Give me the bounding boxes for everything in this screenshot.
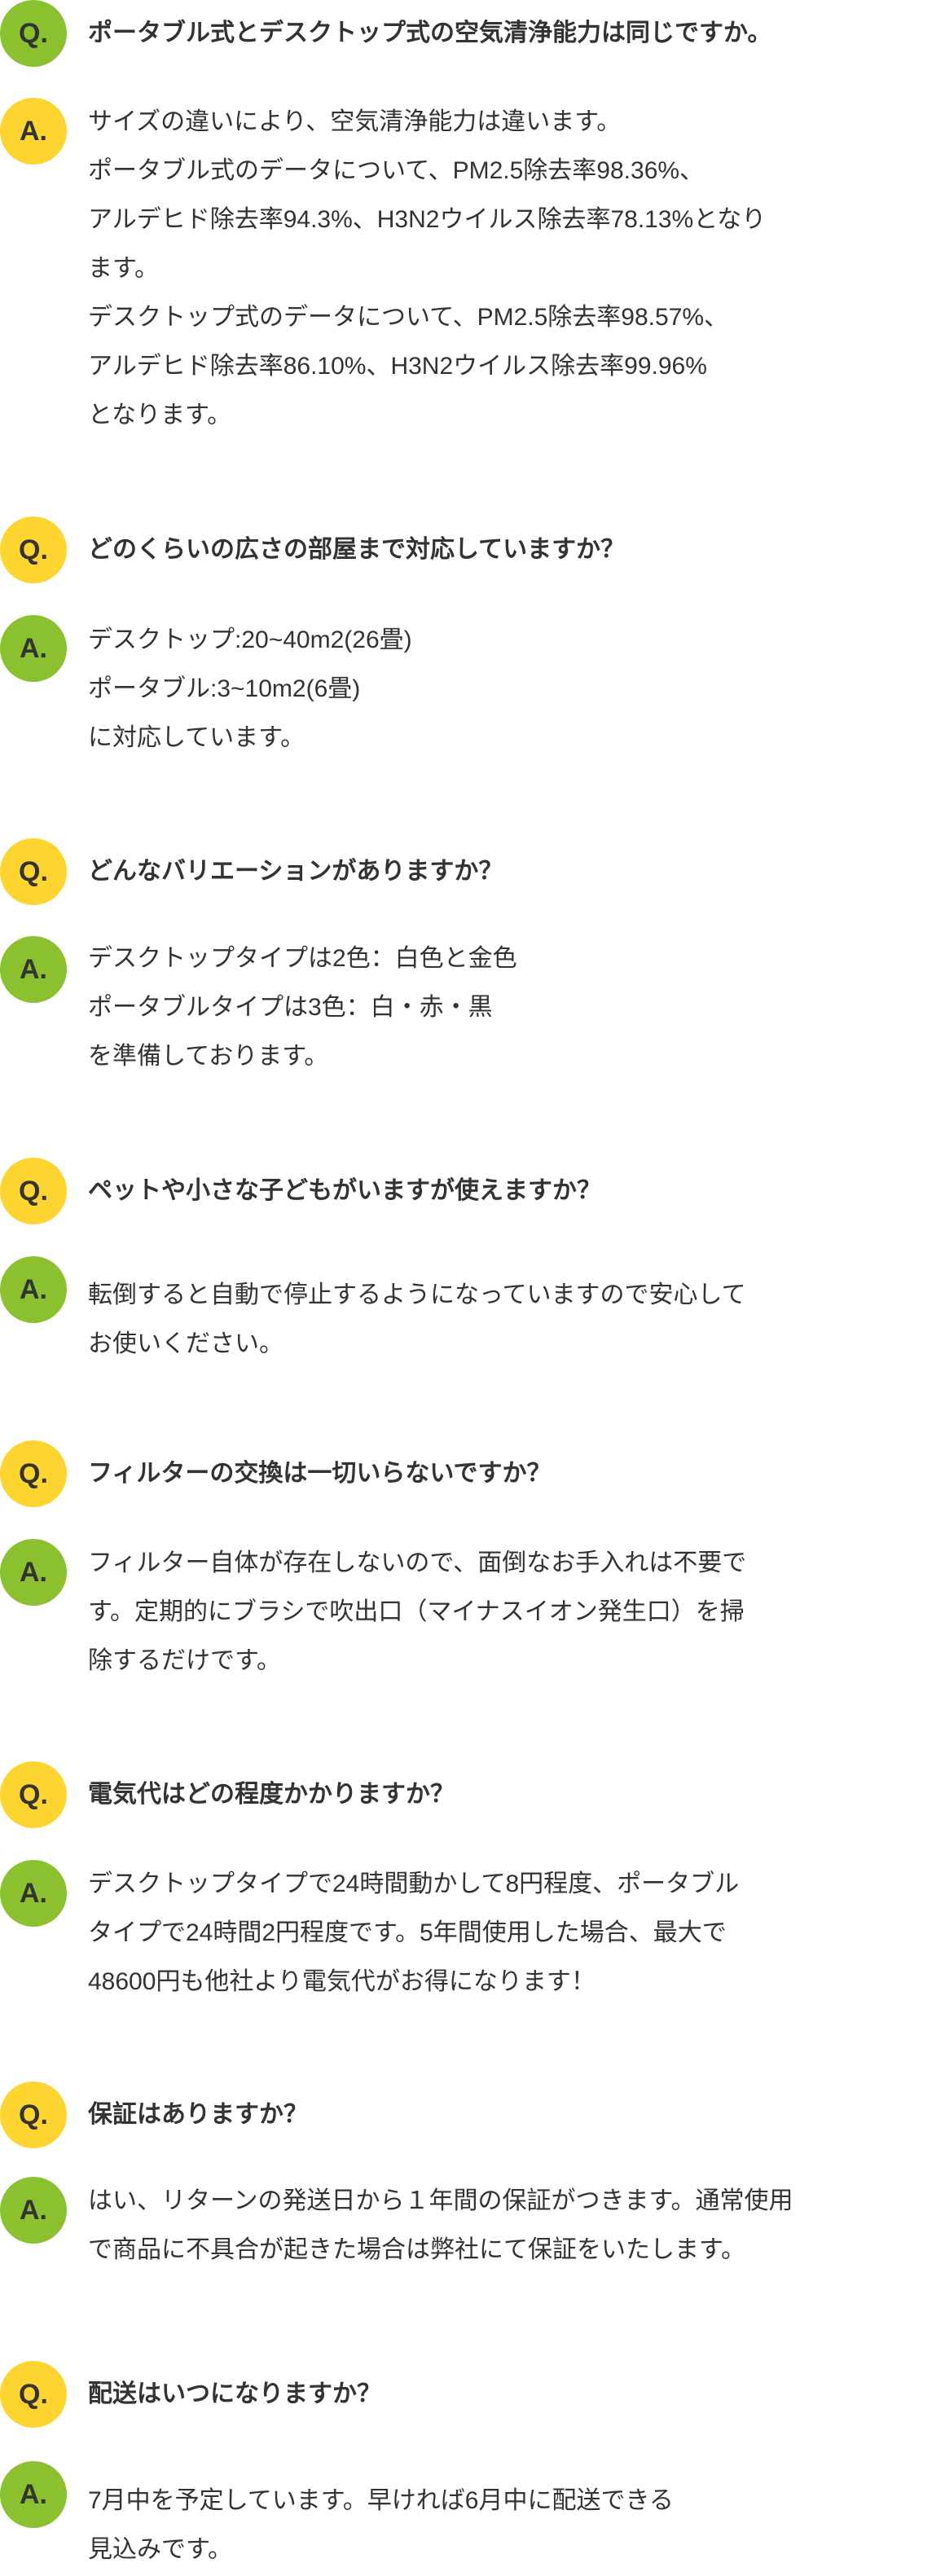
question-badge-label: Q. <box>19 2099 48 2130</box>
question-badge-label: Q. <box>19 534 48 565</box>
answer-line: に対応しています。 <box>88 724 305 751</box>
answer-line: デスクトップ式のデータについて、PM2.5除去率98.57%、 <box>88 304 729 331</box>
question-badge-icon: Q. <box>0 0 67 67</box>
answer-line: ポータブルタイプは3色：白・赤・黒 <box>88 994 493 1021</box>
question-text: どんなバリエーションがありますか？ <box>88 858 503 885</box>
answer-line: す。定期的にブラシで吹出口（マイナスイオン発生口）を掃 <box>88 1598 745 1625</box>
answer-badge-icon: A. <box>0 936 67 1003</box>
answer-line: ポータブル:3~10m2(6畳) <box>88 675 361 702</box>
answer-text: デスクトップタイプで24時間動かして8円程度、ポータブルタイプで24時間2円程度… <box>88 1860 945 2007</box>
answer-text: デスクトップ:20~40m2(26畳) ポータブル:3~10m2(6畳) に対応して… <box>88 616 945 763</box>
question-badge-label: Q. <box>19 855 48 887</box>
answer-text: デスクトップタイプは2色：白色と金色ポータブルタイプは3色：白・赤・黒を準備して… <box>88 934 945 1081</box>
answer-badge-label: A. <box>20 1877 47 1909</box>
answer-badge-label: A. <box>20 2194 47 2226</box>
question-text: ペットや小さな子どもがいますが使えますか？ <box>88 1177 601 1204</box>
answer-badge-icon: A. <box>0 98 67 165</box>
answer-text: フィルター自体が存在しないので、面倒なお手入れは不要です。定期的にブラシで吹出口… <box>88 1539 945 1686</box>
question-badge-icon: Q. <box>0 1158 67 1224</box>
answer-line: サイズの違いにより、空気清浄能力は違います。 <box>88 108 622 135</box>
answer-badge-label: A. <box>20 115 47 147</box>
answer-text: サイズの違いにより、空気清浄能力は違います。ポータブル式のデータについて、PM2… <box>88 98 945 440</box>
answer-text: 転倒すると自動で停止するようになっていますので安心してお使いください。 <box>88 1271 945 1369</box>
answer-line: となります。 <box>88 402 232 429</box>
question-text: 配送はいつになりますか？ <box>88 2380 381 2407</box>
answer-line: ます。 <box>88 255 159 282</box>
question-badge-label: Q. <box>19 1175 48 1207</box>
answer-badge-label: A. <box>20 1273 47 1305</box>
answer-text: はい、リターンの発送日から１年間の保証がつきます。通常使用で商品に不具合が起きた… <box>88 2177 945 2275</box>
question-badge-icon: Q. <box>0 1440 67 1507</box>
question-text: フィルターの交換は一切いらないですか？ <box>88 1460 552 1487</box>
question-badge-icon: Q. <box>0 1761 67 1828</box>
answer-badge-icon: A. <box>0 1256 67 1323</box>
question-badge-label: Q. <box>19 1457 48 1489</box>
question-text: どのくらいの広さの部屋まで対応していますか？ <box>88 536 626 563</box>
answer-line: を準備しております。 <box>88 1043 329 1070</box>
question-text: 保証はありますか？ <box>88 2101 308 2128</box>
answer-line: アルデヒド除去率86.10%、H3N2ウイルス除去率99.96% <box>88 353 707 380</box>
answer-line: お使いください。 <box>88 1330 284 1357</box>
answer-line: デスクトップタイプで24時間動かして8円程度、ポータブル <box>88 1870 740 1897</box>
answer-badge-icon: A. <box>0 1539 67 1606</box>
question-badge-icon: Q. <box>0 838 67 905</box>
question-badge-label: Q. <box>19 17 48 49</box>
answer-badge-label: A. <box>20 1556 47 1588</box>
answer-badge-icon: A. <box>0 1860 67 1927</box>
answer-badge-icon: A. <box>0 615 67 682</box>
answer-badge-icon: A. <box>0 2177 67 2244</box>
answer-line: 除するだけです。 <box>88 1647 281 1674</box>
question-badge-label: Q. <box>19 1778 48 1810</box>
question-text: 電気代はどの程度かかりますか？ <box>88 1781 455 1808</box>
question-text: ポータブル式とデスクトップ式の空気清浄能力は同じですか。 <box>88 20 772 46</box>
answer-badge-label: A. <box>20 2478 47 2510</box>
answer-line: ポータブル式のデータについて、PM2.5除去率98.36%、 <box>88 157 705 184</box>
answer-line: アルデヒド除去率94.3%、H3N2ウイルス除去率78.13%となり <box>88 206 767 233</box>
question-badge-icon: Q. <box>0 2081 67 2148</box>
answer-line: デスクトップタイプは2色：白色と金色 <box>88 945 517 972</box>
question-badge-label: Q. <box>19 2378 48 2410</box>
answer-line: デスクトップ:20~40m2(26畳) <box>88 626 412 653</box>
answer-badge-label: A. <box>20 632 47 664</box>
question-badge-icon: Q. <box>0 2361 67 2428</box>
question-badge-icon: Q. <box>0 517 67 583</box>
answer-line: 48600円も他社より電気代がお得になります！ <box>88 1968 596 1995</box>
answer-badge-label: A. <box>20 953 47 985</box>
answer-line: 見込みです。 <box>88 2536 232 2563</box>
answer-line: タイプで24時間2円程度です。5年間使用した場合、最大で <box>88 1919 727 1946</box>
answer-text: 7月中を予定しています。早ければ6月中に配送できる見込みです。 <box>88 2477 945 2574</box>
answer-line: フィルター自体が存在しないので、面倒なお手入れは不要で <box>88 1550 747 1576</box>
answer-badge-icon: A. <box>0 2461 67 2528</box>
answer-line: はい、リターンの発送日から１年間の保証がつきます。通常使用 <box>88 2187 793 2214</box>
answer-line: で商品に不具合が起きた場合は弊社にて保証をいたします。 <box>88 2236 745 2263</box>
answer-line: 7月中を予定しています。早ければ6月中に配送できる <box>88 2487 674 2514</box>
answer-line: 転倒すると自動で停止するようになっていますので安心して <box>88 1281 746 1308</box>
